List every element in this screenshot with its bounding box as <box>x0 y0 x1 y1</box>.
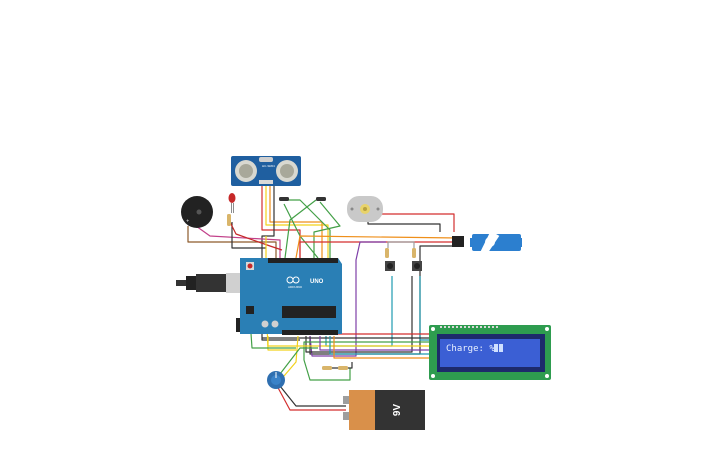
wire-green-3[interactable] <box>313 201 341 258</box>
wire-resistor-led[interactable] <box>227 217 283 251</box>
wire-lcd-orange[interactable] <box>333 336 430 359</box>
arduino-model-label: UNO <box>310 279 324 285</box>
battery-label: 9V <box>392 404 403 417</box>
wire-led-gnd[interactable] <box>231 222 266 249</box>
pushbutton-1[interactable] <box>385 248 395 271</box>
red-led[interactable] <box>227 193 236 226</box>
arduino-brand-label: ARDUINO <box>288 285 303 289</box>
ultrasonic-sensor[interactable]: HC-SR04 <box>231 156 301 186</box>
wire-pot-black[interactable] <box>279 385 346 407</box>
lcd-text: Charge: % <box>446 344 495 354</box>
led-resistor <box>227 214 231 226</box>
wire-lcd-purple[interactable] <box>319 336 430 351</box>
wire-button-black[interactable] <box>305 276 413 353</box>
wire-ultrasonic-echo[interactable] <box>269 186 323 258</box>
resistor-bottom-1[interactable] <box>322 366 332 370</box>
wire-pot-green[interactable] <box>279 347 318 375</box>
wire-green-2[interactable] <box>284 199 317 259</box>
resistor-top-right[interactable] <box>316 197 326 201</box>
wire-servo-signal[interactable] <box>295 235 459 259</box>
wire-button1-gray[interactable] <box>387 241 415 250</box>
wire-lcd-teal[interactable] <box>329 336 430 355</box>
wire-button1-purple[interactable] <box>309 241 386 357</box>
wire-resistor-lcd[interactable] <box>324 362 353 369</box>
wire-servo-vcc[interactable] <box>299 241 458 258</box>
battery-9v[interactable]: 9V <box>343 390 425 430</box>
pushbutton-2[interactable] <box>412 248 422 271</box>
arduino-uno[interactable]: UNO ARDUINO <box>176 258 342 335</box>
lcd-display[interactable]: Charge: % <box>429 325 551 380</box>
wire-ultrasonic-gnd[interactable] <box>261 186 300 341</box>
wire-lcd-green[interactable] <box>303 341 430 381</box>
resistor-top-left[interactable] <box>279 197 289 201</box>
servo-motor[interactable] <box>452 230 522 262</box>
ultrasonic-label: HC-SR04 <box>262 164 275 168</box>
potentiometer[interactable] <box>267 371 285 389</box>
wire-green-1[interactable] <box>288 199 331 258</box>
lcd-charge-block-2 <box>499 344 503 352</box>
wire-pot-red[interactable] <box>275 383 346 411</box>
resistor-bottom-2[interactable] <box>338 366 348 370</box>
lcd-charge-block-1 <box>494 344 498 352</box>
svg-text:+: + <box>186 218 189 223</box>
wire-pot-yellow[interactable] <box>283 335 299 377</box>
piezo-buzzer[interactable]: + <box>181 196 213 228</box>
dc-motor[interactable] <box>347 196 383 222</box>
wire-motor-b[interactable] <box>367 218 441 232</box>
